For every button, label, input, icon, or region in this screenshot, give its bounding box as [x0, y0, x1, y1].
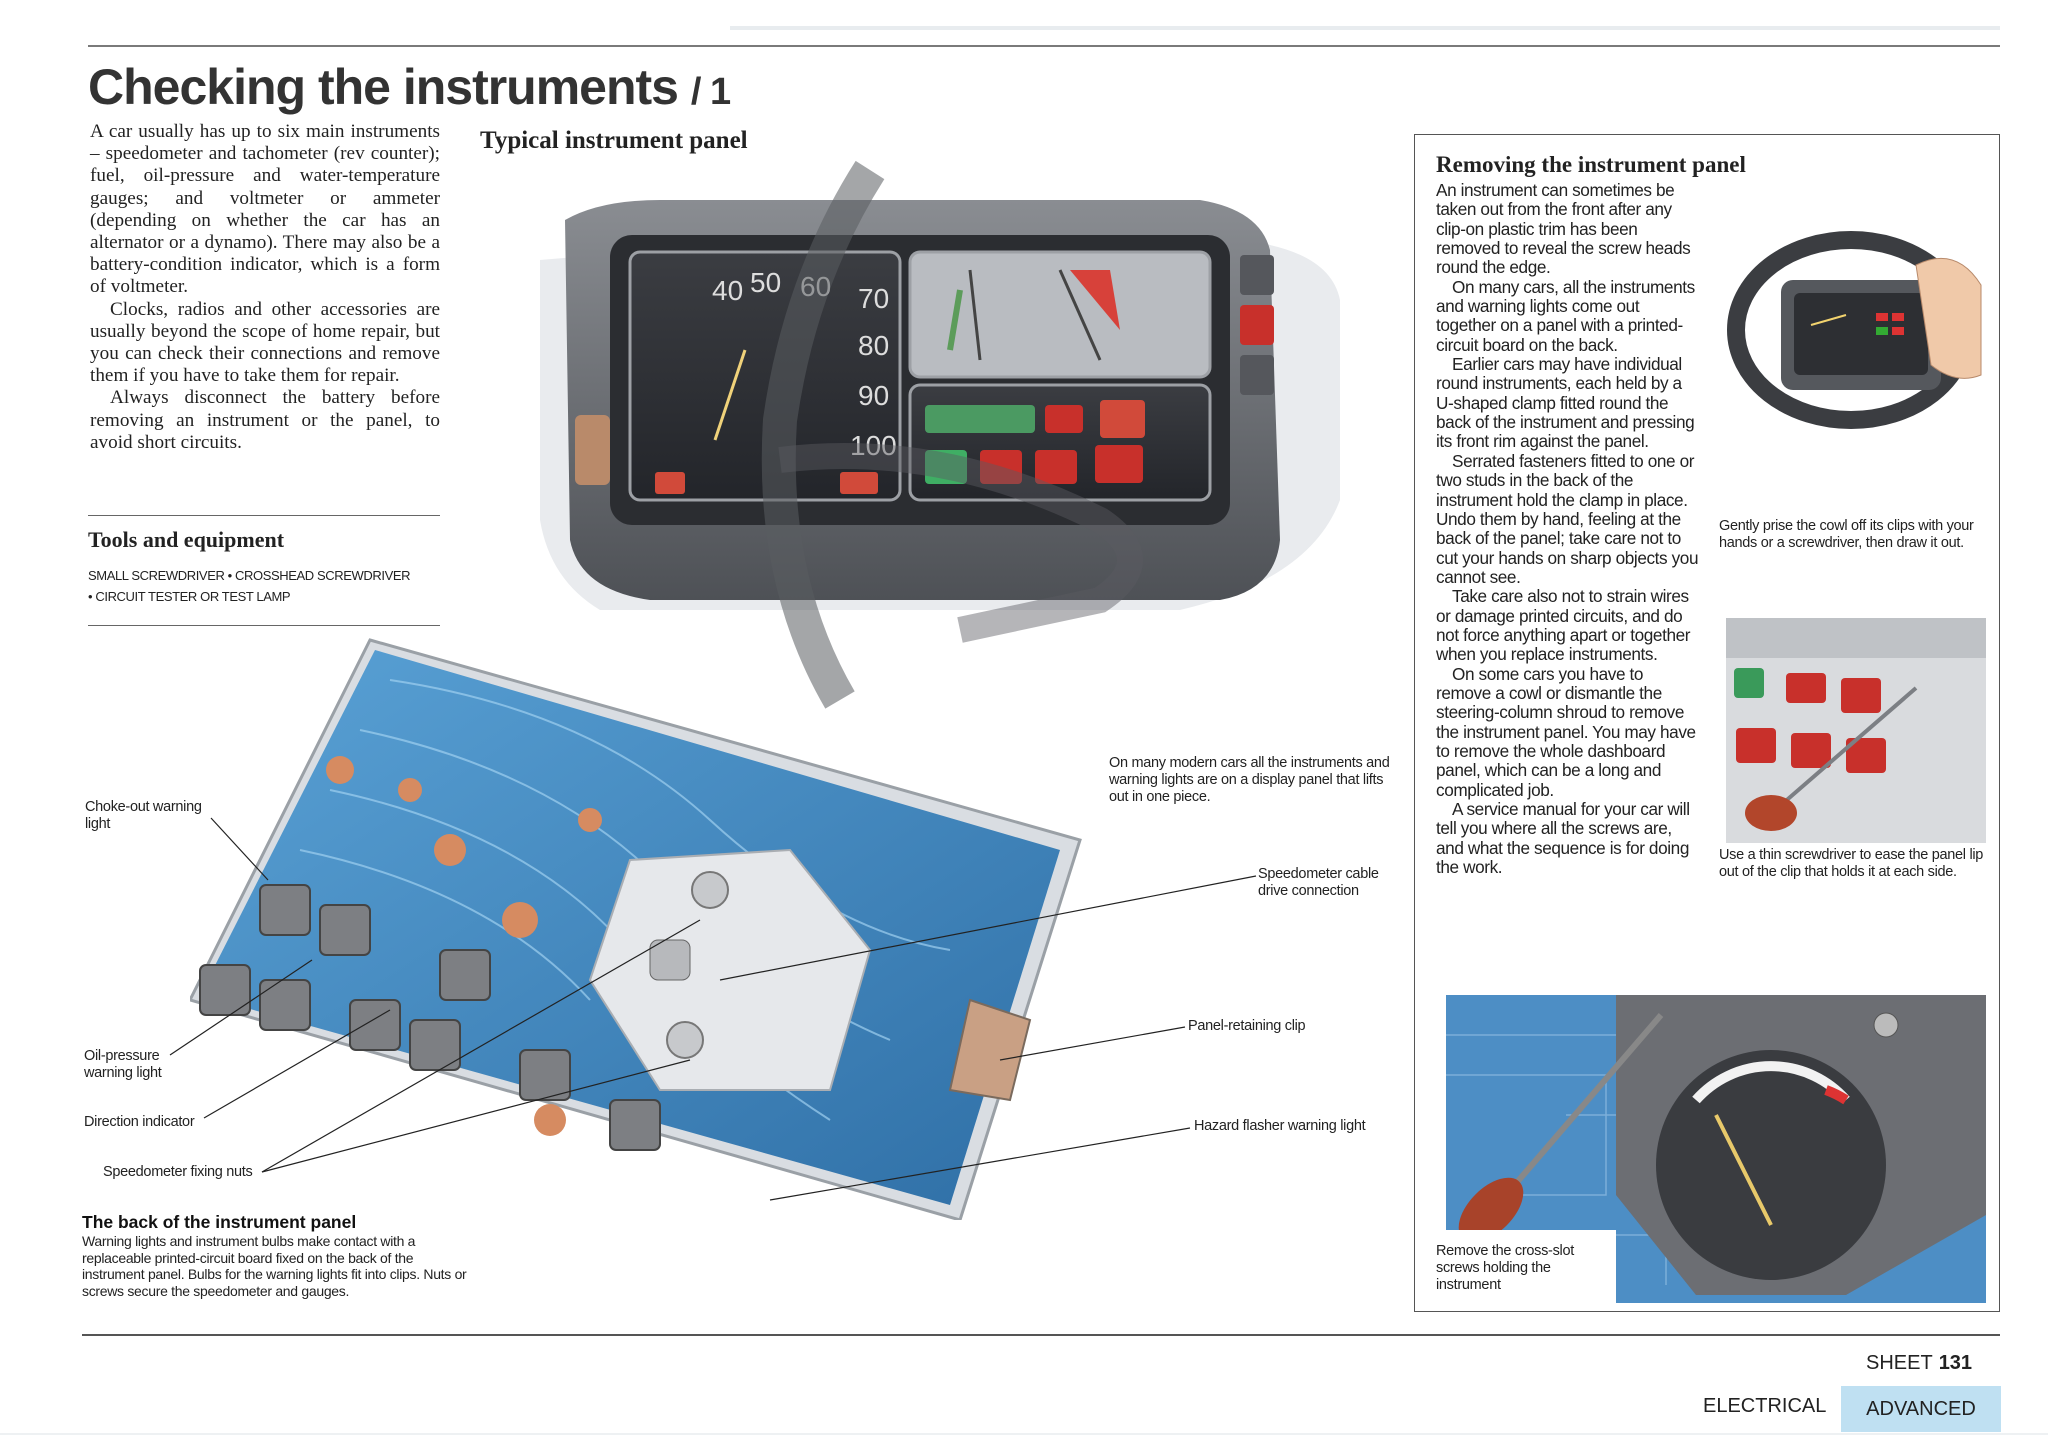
removing-paragraph: Serrated fasteners fitted to one or two …: [1436, 450, 1699, 587]
side-switch: [1240, 305, 1274, 345]
choke-warning-light: [1095, 445, 1143, 483]
callout-panel-clip: Panel-retaining clip: [1188, 1018, 1306, 1034]
steering-wheel-rim: [761, 160, 885, 709]
top-rule: [88, 45, 2000, 47]
gauge-screw-illustration: [1446, 995, 1986, 1303]
callout-choke-warning: Choke-out warning light: [85, 799, 220, 833]
side-switch: [1240, 255, 1274, 295]
speedo-number: 70: [858, 283, 889, 314]
thin-screwdriver: [1764, 686, 1918, 820]
gauge-needle: [1714, 1114, 1773, 1226]
clip-easing-illustration: [1726, 618, 1986, 843]
side-clip: [575, 415, 610, 485]
screwdriver-shaft: [1503, 1013, 1664, 1197]
sheet-label: SHEET: [1866, 1352, 1933, 1374]
callout-choke-text: Choke-out warning light: [85, 799, 202, 832]
temp-gauge-red-zone: [1070, 270, 1120, 330]
dashboard-illustration: 40 50 60 70 80 90 100: [540, 160, 1340, 709]
removing-text: An instrument can sometimes be taken out…: [1436, 180, 1702, 878]
steering-wheel-spoke: [778, 443, 1143, 643]
triangle-warning-light: [655, 472, 685, 494]
side-switch: [1240, 355, 1274, 395]
speedo-number: 80: [858, 330, 889, 361]
tools-bottom-rule: [88, 625, 440, 626]
clip-easing-caption: Use a thin screwdriver to ease the panel…: [1719, 847, 1984, 880]
intro-paragraph: Always disconnect the battery before rem…: [90, 387, 440, 453]
removing-paragraph: Take care also not to strain wires or da…: [1436, 586, 1691, 665]
speedo-number: 100: [850, 430, 897, 461]
back-panel-title: The back of the instrument panel: [82, 1212, 357, 1232]
bottom-rule: [82, 1334, 2000, 1336]
gauge-window: [908, 250, 1212, 379]
callout-speedo-cable: Speedometer cable drive connection: [1258, 866, 1379, 899]
top-light-rule: [730, 26, 2000, 30]
cowl-removal-caption: Gently prise the cowl off its clips with…: [1719, 518, 1974, 551]
tools-line-2: • CIRCUIT TESTER OR TEST LAMP: [88, 589, 291, 604]
typical-panel-title: Typical instrument panel: [480, 127, 748, 154]
callout-fixing-nuts: Speedometer fixing nuts: [103, 1164, 253, 1180]
tools-line-1: SMALL SCREWDRIVER • CROSSHEAD SCREWDRIVE…: [88, 568, 411, 583]
callout-hazard-flasher: Hazard flasher warning light: [1194, 1118, 1366, 1134]
oil-warning-light: [980, 450, 1022, 484]
fixing-nut: [666, 1021, 704, 1059]
panel-back-illustration: [190, 638, 1082, 1220]
page-part-number: / 1: [690, 71, 731, 113]
callout-direction-indicator: Direction indicator: [84, 1114, 195, 1130]
brake-warning-light: [840, 472, 878, 494]
sheet-number: 131: [1938, 1352, 1973, 1374]
tools-title: Tools and equipment: [88, 527, 285, 552]
removing-paragraph: A service manual for your car will tell …: [1436, 799, 1690, 878]
speedo-number: 40: [712, 275, 743, 306]
removing-title: Removing the instrument panel: [1436, 152, 1746, 177]
intro-paragraph: A car usually has up to six main instrum…: [90, 121, 440, 298]
intro-paragraph: Clocks, radios and other accessories are…: [90, 298, 440, 387]
typical-panel-caption: On many modern cars all the instruments …: [1109, 755, 1390, 805]
battery-warning-light: [1035, 450, 1077, 484]
speedo-needle: [713, 349, 747, 441]
tools-top-rule: [88, 515, 440, 516]
gauge-dial: [1656, 1050, 1886, 1280]
fuel-gauge-scale: [947, 289, 963, 351]
speedo-cable-drive: [649, 939, 691, 981]
back-panel-text: Warning lights and instrument bulbs make…: [82, 1233, 467, 1299]
panel-retaining-clip: [948, 998, 1032, 1102]
hand: [1915, 257, 1982, 379]
removing-panel-box: [1414, 134, 2000, 1312]
fixing-nut: [691, 871, 729, 909]
red-warning-light: [1045, 405, 1083, 433]
intro-text: A car usually has up to six main instrum…: [90, 121, 440, 454]
screw-removal-caption: Remove the cross-slot screws holding the…: [1436, 1243, 1574, 1293]
removing-paragraph: Earlier cars may have individual round i…: [1436, 354, 1695, 452]
page-title-text: Checking the instruments: [88, 59, 679, 115]
cowl-removal-illustration: [1726, 225, 1986, 515]
speedo-number: 90: [858, 380, 889, 411]
screwdriver-handle: [1458, 1177, 1524, 1243]
cross-slot-screw: [1873, 1012, 1899, 1038]
speedo-number: 50: [750, 267, 781, 298]
callout-oil-pressure: Oil-pressure warning light: [84, 1048, 162, 1081]
page-title: Checking the instruments / 1: [88, 58, 731, 116]
removing-paragraph: On many cars, all the instruments and wa…: [1436, 276, 1695, 355]
removing-paragraph: An instrument can sometimes be taken out…: [1436, 180, 1691, 278]
hazard-warning-light: [1100, 400, 1145, 438]
level-badge: ADVANCED: [1841, 1386, 2001, 1432]
beam-warning-light: [925, 450, 967, 484]
screwdriver-handle: [1745, 795, 1797, 831]
green-warning-light: [925, 405, 1035, 433]
section-label: ELECTRICAL: [1703, 1395, 1827, 1417]
bottom-fade-rule: [0, 1433, 2048, 1435]
removing-paragraph: On some cars you have to remove a cowl o…: [1436, 663, 1696, 800]
